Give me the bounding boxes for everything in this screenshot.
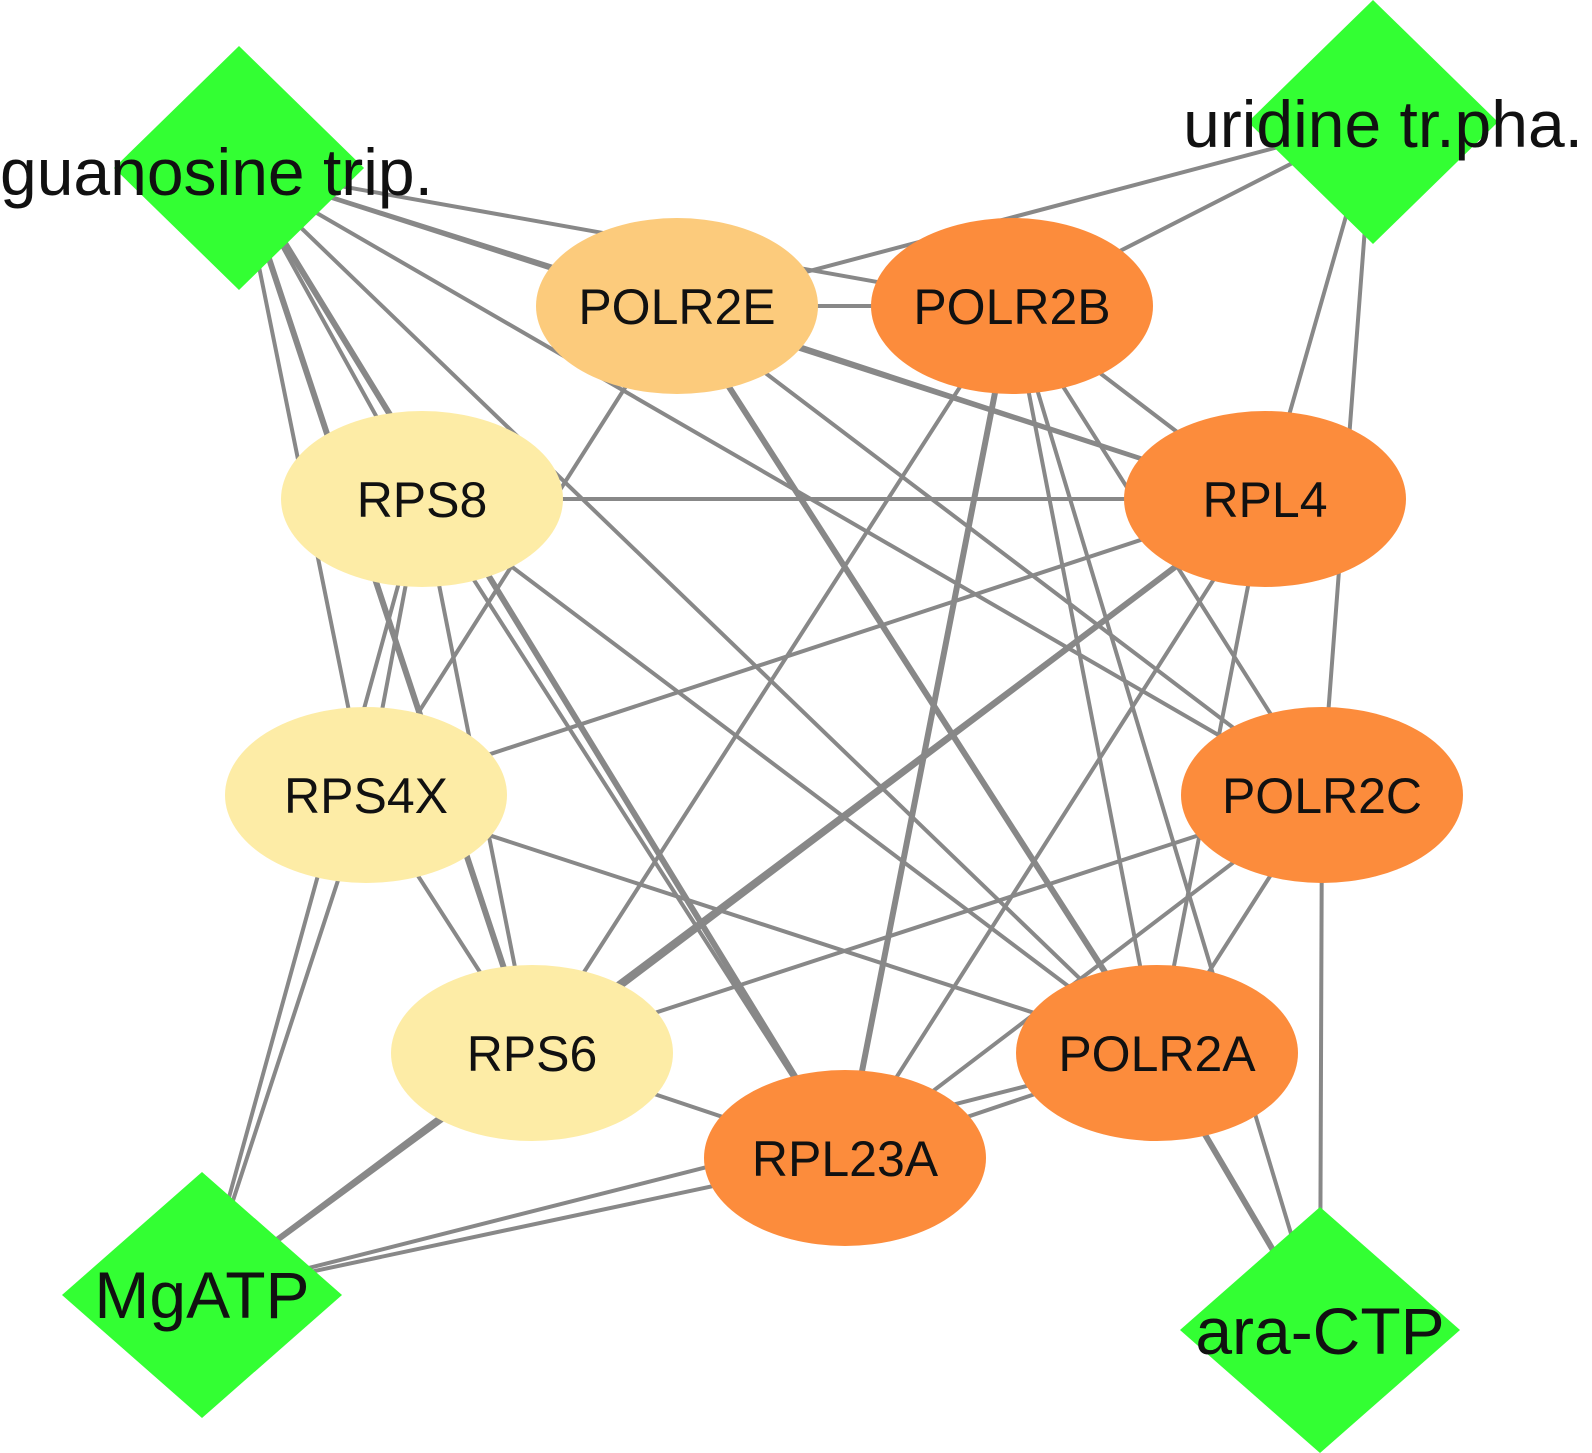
edge-rps8-mgatp [200,497,424,1297]
edge-rps8-polr2a [420,497,1159,1055]
gene-ellipse [871,218,1153,394]
gene-node-rpl23a[interactable]: RPL23A [704,1070,986,1246]
edge-polr2c-rps6 [530,793,1324,1055]
drug-node-aractp[interactable]: ara-CTP [1180,1207,1460,1453]
gene-label: POLR2A [1058,1026,1256,1082]
edge-polr2b-rps6 [530,304,1014,1055]
gene-ellipse [225,707,507,883]
gene-node-polr2c[interactable]: POLR2C [1181,707,1463,883]
edge-polr2a-mgatp [200,1051,1159,1297]
gene-label: RPL23A [752,1131,939,1187]
gene-label: RPL4 [1202,472,1327,528]
gene-label: POLR2B [913,279,1110,335]
edge-polr2b-polr2a [1010,304,1159,1055]
drug-diamond [1248,0,1498,244]
edge-polr2b-rpl23a [842,303,1015,1161]
edge-polr2e-polr2c [675,304,1324,797]
gene-node-rps6[interactable]: RPS6 [391,965,673,1141]
drug-diamond [1180,1207,1460,1453]
drug-label: uridine tr.pha. [1183,87,1583,161]
edge-guanosine-rpl23a [236,165,848,1161]
gene-node-polr2e[interactable]: POLR2E [536,218,818,394]
drug-diamond [114,46,364,290]
drug-label: guanosine trip. [0,135,433,209]
edge-polr2b-aractp [1010,304,1322,1332]
gene-label: POLR2E [578,279,775,335]
edge-rpl4-rps4x [364,497,1267,797]
gene-label: RPS4X [284,768,448,824]
gene-label: RPS8 [357,472,488,528]
edge-rps8-rpl23a [420,497,847,1160]
gene-node-polr2b[interactable]: POLR2B [871,218,1153,394]
gene-ellipse [1181,707,1463,883]
gene-ellipse [281,411,563,587]
drug-node-guanosine[interactable]: guanosine trip. [0,46,433,290]
drug-diamond [62,1172,342,1418]
gene-ellipse [1124,411,1406,587]
gene-ellipse [391,965,673,1141]
gene-node-polr2a[interactable]: POLR2A [1016,965,1298,1141]
gene-label: RPS6 [467,1026,598,1082]
edge-rpl4-rpl23a [843,497,1267,1160]
gene-node-rps8[interactable]: RPS8 [281,411,563,587]
drug-label: ara-CTP [1195,1294,1444,1368]
gene-node-rps4x[interactable]: RPS4X [225,707,507,883]
gene-node-rpl4[interactable]: RPL4 [1124,411,1406,587]
drug-label: MgATP [94,1258,309,1332]
gene-ellipse [704,1070,986,1246]
gene-ellipse [1016,965,1298,1141]
drug-node-uridine[interactable]: uridine tr.pha. [1183,0,1583,244]
drug-node-mgatp[interactable]: MgATP [62,1172,342,1418]
edge-rps4x-polr2a [364,793,1159,1055]
gene-label: POLR2C [1222,768,1422,824]
edge-guanosine-rps6 [236,165,535,1056]
gene-ellipse [536,218,818,394]
edge-polr2e-polr2a [674,303,1160,1056]
